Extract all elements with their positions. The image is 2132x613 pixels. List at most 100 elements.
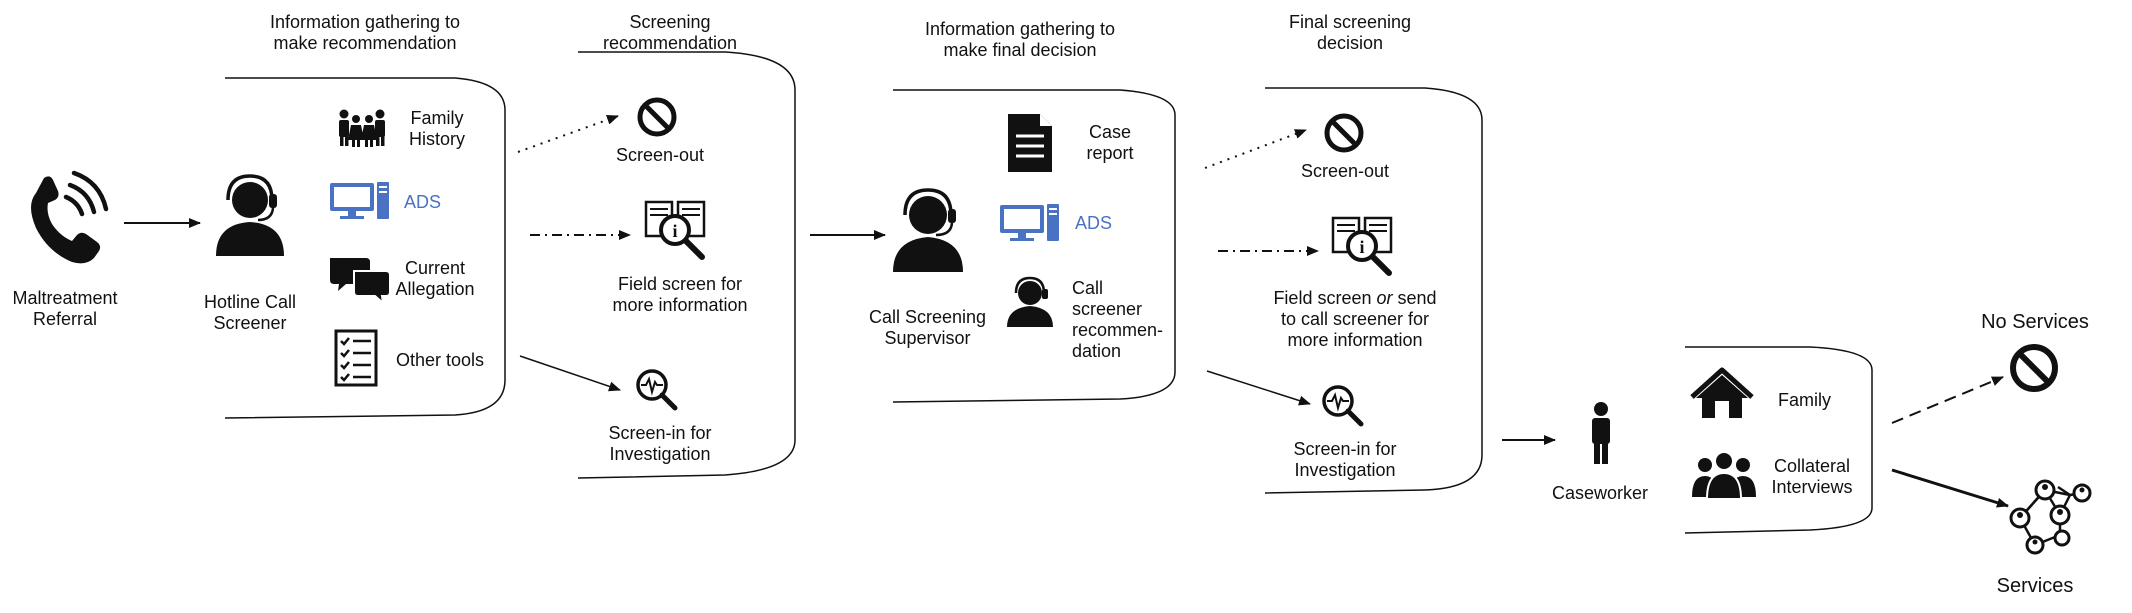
container-stage3 [892, 89, 1176, 403]
arrow-stage3-screenout [1204, 129, 1307, 169]
network-services-icon [2009, 479, 2092, 555]
label-csr-line4: dation [1072, 341, 1122, 361]
label-screen-in-stage2-line1: Screen-in for [608, 423, 712, 443]
label-field-screen-stage2-line2: more information [612, 295, 748, 315]
label-current-allegation-line2: Allegation [395, 279, 475, 299]
supervisor-headset-icon [893, 188, 963, 272]
label-field-screen-stage4-line1: Field screen or send [1270, 288, 1440, 309]
label-maltreatment-referral: Maltreatment Referral [0, 288, 130, 330]
ban-icon-stage2 [637, 97, 677, 137]
magnifier-pulse-icon-stage4 [1322, 385, 1364, 427]
label-referral-line2: Referral [32, 309, 98, 329]
label-fs4-part-a: Field screen [1273, 288, 1377, 308]
header-stage3-line1: Information gathering to [924, 19, 1116, 39]
header-stage3: Information gathering to make final deci… [910, 19, 1130, 61]
arrow-to-no-services [1891, 376, 2004, 424]
label-hotline-call-screener: Hotline Call Screener [190, 292, 310, 334]
container-stage2 [577, 51, 796, 479]
ads-computer-icon [330, 182, 389, 219]
headset-person-icon [216, 174, 284, 256]
house-icon [1690, 367, 1754, 418]
document-icon [1008, 114, 1052, 172]
label-services: Services [1996, 575, 2074, 597]
label-case-report-line1: Case [1088, 122, 1132, 142]
ban-icon-no-services [2010, 344, 2058, 392]
documents-magnifier-icon-stage4: i [1331, 216, 1393, 276]
label-screener-line2: Screener [213, 313, 287, 333]
header-stage1-line1: Information gathering to [269, 12, 461, 32]
header-stage4-line2: decision [1316, 33, 1384, 53]
label-current-allegation: Current Allegation [390, 258, 480, 300]
label-field-screen-stage2-line1: Field screen for [617, 274, 743, 294]
label-screen-out-stage2: Screen-out [615, 145, 705, 165]
label-case-report-line2: report [1086, 143, 1134, 163]
screener-recommendation-icon [1007, 276, 1053, 327]
label-screen-in-stage4-line2: Investigation [1294, 460, 1396, 480]
family-icon [339, 109, 385, 147]
header-stage3-line2: make final decision [943, 40, 1097, 60]
label-screener-line1: Hotline Call [203, 292, 297, 312]
container-stage1 [224, 77, 506, 419]
label-screen-in-stage2: Screen-in for Investigation [600, 423, 720, 465]
label-field-screen-stage4: Field screen or send to call screener fo… [1270, 288, 1440, 351]
checklist-icon [334, 329, 378, 387]
container-stage4 [1264, 87, 1483, 494]
label-family-history: Family History [402, 108, 472, 150]
caseworker-icon [1592, 402, 1610, 464]
label-screen-in-stage4-line1: Screen-in for [1293, 439, 1397, 459]
label-fs4-part-b: send [1392, 288, 1437, 308]
label-collateral-line2: Interviews [1771, 477, 1853, 497]
label-caseworker: Caseworker [1551, 483, 1649, 503]
label-family-history-line1: Family [410, 108, 464, 128]
label-screen-in-stage4: Screen-in for Investigation [1285, 439, 1405, 481]
phone-icon [31, 170, 109, 264]
label-csr-line2: screener [1072, 299, 1143, 319]
group-people-icon [1692, 451, 1756, 500]
header-stage4: Final screening decision [1270, 12, 1430, 54]
label-other-tools: Other tools [396, 350, 485, 370]
label-ads-stage3: ADS [1075, 213, 1113, 233]
label-current-allegation-line1: Current [404, 258, 466, 278]
label-screen-in-stage2-line2: Investigation [609, 444, 711, 464]
label-collateral-interviews: Collateral Interviews [1762, 456, 1862, 498]
label-collateral-line1: Collateral [1773, 456, 1851, 476]
header-stage1: Information gathering to make recommenda… [255, 12, 475, 54]
header-stage2: Screening recommendation [585, 12, 755, 54]
arrow-to-services [1891, 468, 2009, 508]
chat-bubbles-icon [330, 258, 391, 306]
label-no-services: No Services [1981, 311, 2089, 333]
label-fs4-or: or [1376, 288, 1393, 308]
arrow-stage1-screenout [517, 115, 619, 153]
label-supervisor-line1: Call Screening [868, 307, 987, 327]
label-call-screening-supervisor: Call Screening Supervisor [860, 307, 995, 349]
container-stage5 [1684, 346, 1873, 534]
label-csr-line1: Call [1072, 278, 1104, 298]
header-stage2-line1: Screening [629, 12, 711, 32]
svg-text:i: i [1359, 237, 1364, 257]
containers [224, 51, 1873, 534]
header-stage2-line2: recommendation [602, 33, 738, 53]
label-referral-line1: Maltreatment [12, 288, 118, 308]
label-call-screener-recommendation: Call screener recommen- dation [1072, 278, 1163, 362]
label-family-history-line2: History [408, 129, 465, 149]
header-stage4-line1: Final screening [1288, 12, 1412, 32]
label-ads-stage1: ADS [404, 192, 442, 212]
svg-text:i: i [672, 221, 677, 241]
label-family: Family [1778, 390, 1831, 410]
label-screen-out-stage4: Screen-out [1300, 161, 1390, 181]
ban-icon-stage4 [1324, 113, 1364, 153]
label-field-screen-stage4-line2: to call screener for [1280, 309, 1430, 329]
label-field-screen-stage2: Field screen for more information [605, 274, 755, 316]
header-stage1-line2: make recommendation [273, 33, 457, 53]
documents-magnifier-icon-stage2: i [644, 200, 706, 260]
arrow-stage1-screenin [519, 355, 621, 392]
label-case-report: Case report [1080, 122, 1140, 164]
magnifier-pulse-icon-stage2 [636, 369, 678, 411]
arrow-stage3-screenin [1206, 370, 1311, 406]
label-field-screen-stage4-line3: more information [1287, 330, 1423, 350]
label-supervisor-line2: Supervisor [884, 328, 971, 348]
ads-computer-icon-stage3 [1000, 204, 1059, 241]
arrows [124, 115, 2009, 508]
label-csr-line3: recommen- [1072, 320, 1164, 340]
